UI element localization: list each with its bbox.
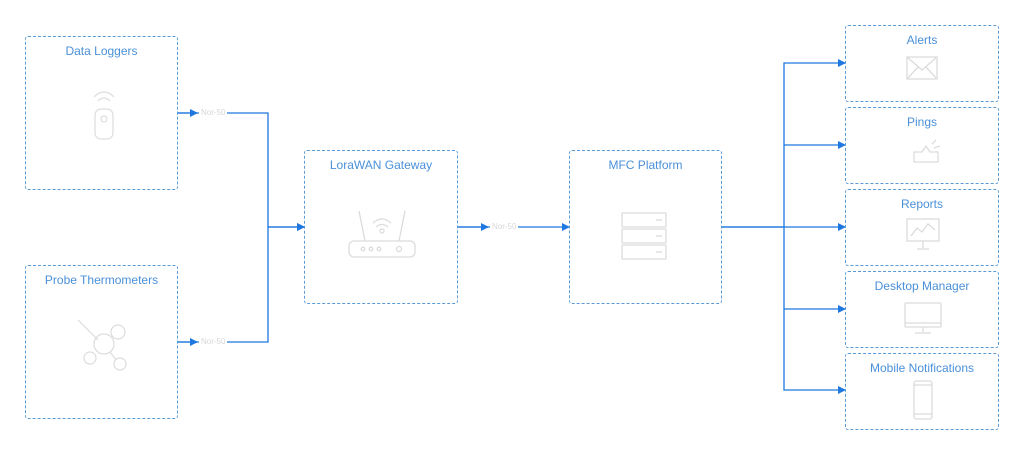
notification-icon bbox=[913, 139, 941, 163]
phone-icon bbox=[913, 380, 933, 420]
wifi-sensor-icon bbox=[93, 91, 115, 140]
node-title-platform: MFC Platform bbox=[608, 158, 683, 172]
node-title-pings: Pings bbox=[906, 115, 938, 129]
edge-to-mobile bbox=[783, 309, 846, 394]
node-lorawan-gateway[interactable]: LoraWAN Gateway bbox=[304, 150, 458, 304]
node-pings[interactable]: Pings bbox=[845, 107, 999, 184]
node-mobile-notifications[interactable]: Mobile Notifications bbox=[845, 353, 999, 430]
edge-probe-thermometers bbox=[178, 223, 305, 343]
edge-label-probe-thermometers: Nor-50 bbox=[199, 337, 228, 347]
node-data-loggers[interactable]: Data Loggers bbox=[25, 36, 178, 190]
node-title-alerts: Alerts bbox=[906, 33, 938, 47]
node-title-probe-thermometers: Probe Thermometers bbox=[44, 273, 159, 287]
edge-label-data-loggers: Nor-50 bbox=[199, 108, 228, 118]
node-alerts[interactable]: Alerts bbox=[845, 25, 999, 102]
node-reports[interactable]: Reports bbox=[845, 189, 999, 266]
node-title-desktop-manager: Desktop Manager bbox=[874, 279, 970, 293]
edge-label-gateway: Nor-50 bbox=[490, 222, 519, 232]
edge-to-alerts bbox=[722, 59, 846, 228]
envelope-icon bbox=[906, 56, 938, 80]
thermometer-probe-icon bbox=[77, 319, 127, 371]
server-icon bbox=[621, 212, 667, 260]
edge-data-loggers bbox=[178, 112, 305, 231]
node-title-data-loggers: Data Loggers bbox=[65, 44, 138, 58]
node-probe-thermometers[interactable]: Probe Thermometers bbox=[25, 265, 178, 419]
edge-to-desktop bbox=[783, 227, 846, 313]
router-icon bbox=[348, 210, 416, 258]
chart-board-icon bbox=[906, 218, 940, 250]
monitor-icon bbox=[904, 302, 942, 334]
node-title-gateway: LoraWAN Gateway bbox=[329, 158, 433, 172]
node-mfc-platform[interactable]: MFC Platform bbox=[569, 150, 722, 304]
node-title-reports: Reports bbox=[900, 197, 944, 211]
node-title-mobile-notifications: Mobile Notifications bbox=[869, 361, 975, 375]
node-desktop-manager[interactable]: Desktop Manager bbox=[845, 271, 999, 348]
